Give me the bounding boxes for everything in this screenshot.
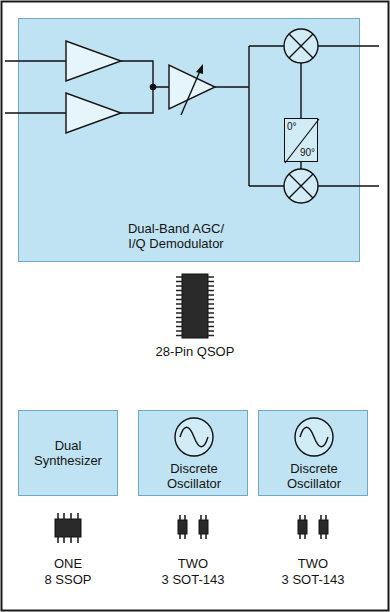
package-label: 8 SSOP [45,572,92,587]
block-title: Discrete Oscillator [154,461,234,491]
sot-143-chips [178,515,328,539]
package-label: 28-Pin QSOP [156,344,235,359]
variable-amplifier-symbol [169,65,215,109]
synthesizer-block: Dual Synthesizer [18,410,118,496]
quantity-label: ONE [54,556,82,571]
oscillator-block: Discrete Oscillator [138,410,248,496]
oscillator-block: Discrete Oscillator [258,410,368,496]
block-title: Dual Synthesizer [28,438,108,468]
block-title: Dual-Band AGC/ I/Q Demodulator [124,221,229,251]
variable-gain-arrow [181,71,200,115]
output-wire [318,46,379,186]
input-wire [5,61,66,113]
qsop-chip [176,274,214,338]
ssop-chip [55,513,81,543]
package-label: 3 SOT-143 [162,572,225,587]
amp-output-wire [121,61,169,113]
phase-label: 90° [300,147,315,159]
mixer-symbol [284,29,318,63]
quantity-label: TWO [178,556,208,571]
amplifier-symbol [66,93,121,133]
package-label: 3 SOT-143 [282,572,345,587]
demodulator-block: Dual-Band AGC/ I/Q Demodulator 0° 90° [18,18,360,262]
phase-label: 0° [287,121,297,133]
mixer-input-wire [215,46,284,186]
mixer-symbol [284,169,318,203]
quantity-label: TWO [298,556,328,571]
junction-dot [150,84,155,89]
phase-shifter-box: 0° 90° [284,118,318,162]
block-title: Discrete Oscillator [274,461,354,491]
amplifier-symbol [66,41,121,81]
